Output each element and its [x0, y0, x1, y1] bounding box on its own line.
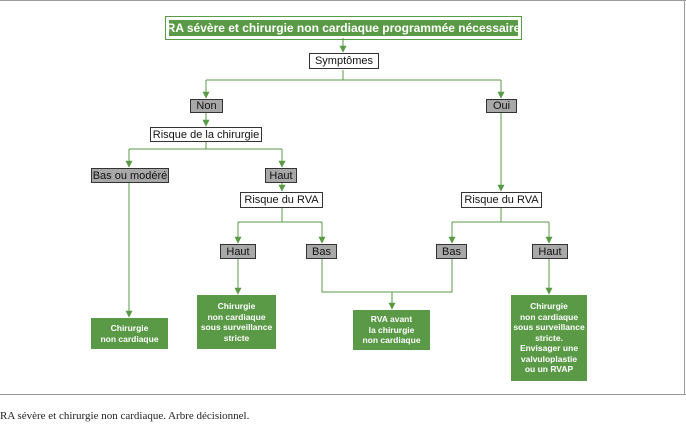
outcome-non-cardiac-surgery: Chirurgie non cardiaque [91, 318, 168, 349]
outcome-line: valvuloplastie [520, 353, 578, 364]
frame-top-border [0, 0, 686, 1]
answer-bas-rva-left: Bas [306, 244, 337, 259]
outcome-line: non cardiaque [362, 335, 421, 346]
outcome-line: non cardiaque [519, 311, 579, 322]
outcome-line: sous surveillance [513, 322, 585, 333]
outcome-line: RVA avant [370, 314, 413, 325]
outcome-line: non cardiaque [100, 333, 159, 344]
outcome-line: Chirurgie [217, 301, 256, 311]
answer-non: Non [190, 99, 223, 113]
answer-haut-surgery: Haut [265, 168, 297, 183]
answer-bas-ou-modere: Bas ou modéré [91, 168, 169, 183]
answer-haut-rva-right: Haut [532, 244, 568, 259]
rva-risk-question-left: Risque du RVA [240, 192, 323, 208]
answer-haut-rva-left: Haut [220, 244, 256, 259]
outcome-line: ou un RVAP [524, 364, 574, 375]
figure-caption: RA sévère et chirurgie non cardiaque. Ar… [0, 410, 250, 422]
diagram-title: RA sévère et chirurgie non cardiaque pro… [165, 16, 522, 40]
outcome-line: Chirurgie [110, 323, 149, 333]
outcome-surgery-consider-valvuloplasty: Chirurgie non cardiaque sous surveillanc… [511, 295, 587, 381]
surgery-risk-question: Risque de la chirurgie [150, 127, 262, 142]
outcome-line: sous surveillance [200, 322, 273, 332]
outcome-line: stricte [223, 332, 250, 343]
edge-bas-join [321, 259, 453, 293]
outcome-surgery-strict-monitoring: Chirurgie non cardiaque sous surveillanc… [197, 295, 276, 349]
frame-bottom-border [0, 394, 686, 395]
outcome-line: Envisager une [519, 343, 579, 354]
answer-oui: Oui [486, 99, 517, 113]
outcome-line: Chirurgie [530, 301, 568, 312]
frame-right-border [684, 0, 685, 394]
symptoms-question: Symptômes [309, 53, 379, 69]
answer-bas-rva-right: Bas [436, 244, 467, 259]
outcome-line: stricte. [535, 332, 563, 343]
rva-risk-question-right: Risque du RVA [461, 192, 542, 208]
outcome-line: la chirurgie [368, 324, 415, 335]
outcome-rva-before-surgery: RVA avant la chirurgie non cardiaque [353, 310, 430, 350]
outcome-line: non cardiaque [207, 311, 266, 322]
